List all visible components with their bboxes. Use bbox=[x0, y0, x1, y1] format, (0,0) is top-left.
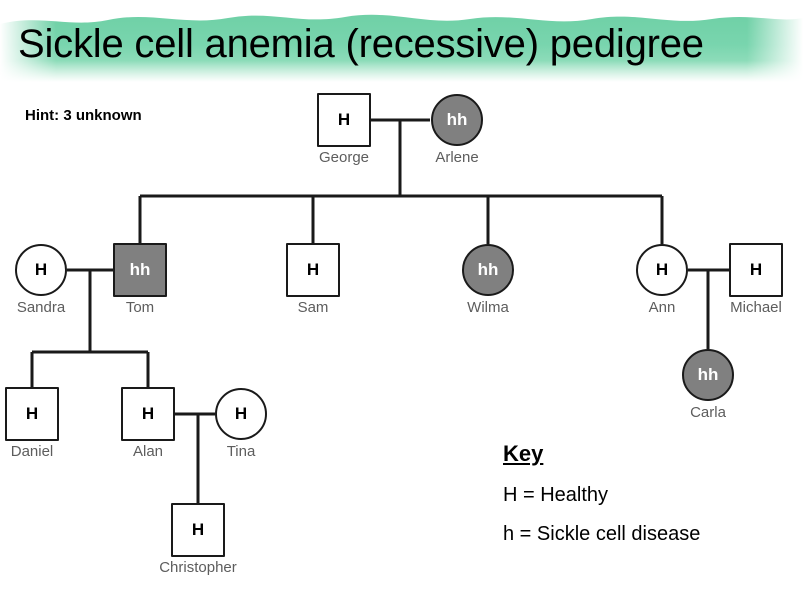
person-name-label: Arlene bbox=[435, 149, 479, 166]
symbol-square-male: H bbox=[171, 503, 225, 557]
person-name-label: Tina bbox=[226, 443, 256, 460]
symbol-square-male: H bbox=[286, 243, 340, 297]
symbol-circle-female: H bbox=[15, 244, 67, 296]
symbol-circle-female-affected: hh bbox=[462, 244, 514, 296]
title-banner: Sickle cell anemia (recessive) pedigree bbox=[0, 6, 803, 82]
key-legend: Key H = Healthy h = Sickle cell disease bbox=[503, 441, 798, 562]
symbol-circle-female: H bbox=[215, 388, 267, 440]
person-name-label: Christopher bbox=[159, 559, 237, 576]
hint-text: Hint: 3 unknown bbox=[25, 107, 142, 124]
person-name-label: Carla bbox=[690, 404, 726, 421]
key-line-healthy: H = Healthy bbox=[503, 484, 609, 506]
page-title: Sickle cell anemia (recessive) pedigree bbox=[18, 22, 704, 66]
symbol-square-male-affected: hh bbox=[113, 243, 167, 297]
key-line-disease: h = Sickle cell disease bbox=[503, 523, 701, 545]
symbol-square-male: H bbox=[121, 387, 175, 441]
person-name-label: Sam bbox=[297, 299, 329, 316]
key-heading: Key bbox=[503, 441, 544, 466]
person-name-label: Alan bbox=[132, 443, 164, 460]
symbol-circle-female-affected: hh bbox=[682, 349, 734, 401]
symbol-square-male: H bbox=[5, 387, 59, 441]
person-name-label: Tom bbox=[125, 299, 155, 316]
symbol-circle-female: H bbox=[636, 244, 688, 296]
person-name-label: Wilma bbox=[467, 299, 509, 316]
symbol-square-male: H bbox=[729, 243, 783, 297]
person-name-label: George bbox=[318, 149, 370, 166]
person-name-label: Daniel bbox=[10, 443, 54, 460]
banner-decoration bbox=[0, 6, 803, 82]
person-name-label: Ann bbox=[648, 299, 676, 316]
person-name-label: Sandra bbox=[16, 299, 66, 316]
symbol-square-male: H bbox=[317, 93, 371, 147]
symbol-circle-female-affected: hh bbox=[431, 94, 483, 146]
person-name-label: Michael bbox=[730, 299, 782, 316]
